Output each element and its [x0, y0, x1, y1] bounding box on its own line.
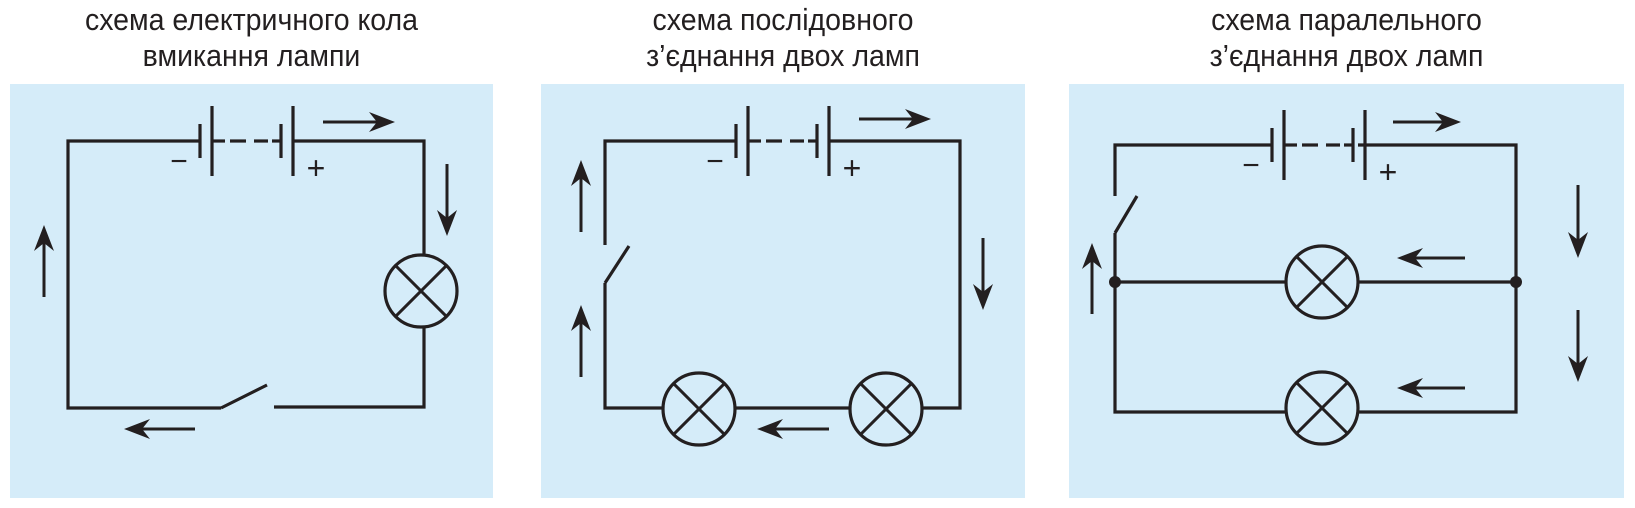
battery: −+	[1242, 110, 1397, 190]
lamp-circle	[848, 371, 924, 447]
panel-2-title-line-1: схема послідовного	[652, 2, 914, 37]
panel-3-title-line-1: схема паралельного	[1211, 2, 1482, 37]
current-direction-arrow	[571, 305, 591, 377]
wire	[274, 328, 426, 409]
panel-3-title: схема паралельного з’єднання двох ламп	[1091, 2, 1602, 74]
arrow-head	[1397, 378, 1423, 398]
arrow-head	[1435, 112, 1461, 132]
arrow-head	[905, 109, 931, 129]
panel-3-parallel-circuit: −+	[1069, 84, 1624, 498]
arrow-head	[571, 160, 591, 186]
lamp-cross	[394, 264, 448, 318]
arrow-head	[1082, 243, 1102, 269]
current-direction-arrow	[34, 225, 54, 297]
wire	[66, 139, 221, 410]
battery: −+	[706, 106, 861, 186]
arrow-head	[34, 225, 54, 251]
wire	[1113, 233, 1287, 414]
panel-3-title-line-2: з’єднання двох ламп	[1209, 38, 1484, 73]
minus-sign: −	[170, 145, 188, 178]
lamp-circle	[1284, 244, 1360, 320]
lamp	[1284, 244, 1360, 320]
current-direction-arrow	[973, 238, 993, 310]
arrow-head	[369, 112, 395, 132]
current-direction-arrow	[1568, 185, 1588, 258]
junction-dot	[1109, 276, 1121, 288]
current-direction-arrow	[757, 419, 829, 439]
arrow-head	[1568, 356, 1588, 382]
current-direction-arrow	[571, 160, 591, 232]
arrow-head	[124, 419, 150, 439]
wire	[603, 139, 736, 245]
wire	[603, 283, 662, 410]
current-direction-arrow	[1082, 243, 1102, 314]
lamp	[661, 371, 737, 447]
wire	[828, 139, 962, 410]
panel-1-title-line-1: схема електричного кола	[84, 2, 419, 37]
lamp	[848, 371, 924, 447]
switch-blade	[1113, 195, 1139, 234]
junction-dot	[1510, 276, 1522, 288]
plus-sign: +	[1379, 154, 1398, 190]
panel-2-title-line-2: з’єднання двох ламп	[646, 38, 920, 73]
panel-1-single-lamp-circuit: −+	[10, 84, 493, 498]
switch-blade	[603, 245, 631, 284]
lamp-cross	[1295, 255, 1349, 309]
lamp-circle	[383, 253, 459, 329]
arrow-head	[571, 305, 591, 331]
lamp	[1284, 370, 1360, 446]
arrow-head	[757, 419, 783, 439]
lamp-circle	[661, 371, 737, 447]
panel-1-title: схема електричного кола вмикання лампи	[29, 2, 473, 74]
lamp-circle	[1284, 370, 1360, 446]
panel-1-title-line-2: вмикання лампи	[142, 38, 361, 73]
switch-blade	[220, 383, 268, 410]
arrow-head	[973, 284, 993, 310]
plus-sign: +	[843, 150, 862, 186]
minus-sign: −	[1242, 149, 1260, 182]
panel-2-title: схема послідовного з’єднання двох ламп	[560, 2, 1005, 74]
arrow-head	[1397, 248, 1423, 268]
battery: −+	[170, 106, 325, 186]
wire	[1113, 143, 1272, 196]
panel-3-background	[1069, 84, 1624, 498]
current-direction-arrow	[124, 419, 195, 439]
current-direction-arrow	[859, 109, 931, 129]
current-direction-arrow	[1397, 378, 1465, 398]
current-direction-arrow	[1393, 112, 1461, 132]
panel-2-series-circuit: −+	[541, 84, 1025, 498]
lamp-cross	[672, 382, 726, 436]
lamp	[383, 253, 459, 329]
plus-sign: +	[307, 150, 326, 186]
current-direction-arrow	[1397, 248, 1465, 268]
lamp-cross	[859, 382, 913, 436]
minus-sign: −	[706, 145, 724, 178]
current-direction-arrow	[323, 112, 395, 132]
panel-1-background	[10, 84, 493, 498]
arrow-head	[1568, 232, 1588, 258]
wire	[293, 139, 426, 254]
lamp-cross	[1295, 381, 1349, 435]
arrow-head	[437, 210, 457, 236]
panel-2-background	[541, 84, 1025, 498]
current-direction-arrow	[1568, 310, 1588, 382]
current-direction-arrow	[437, 164, 457, 236]
